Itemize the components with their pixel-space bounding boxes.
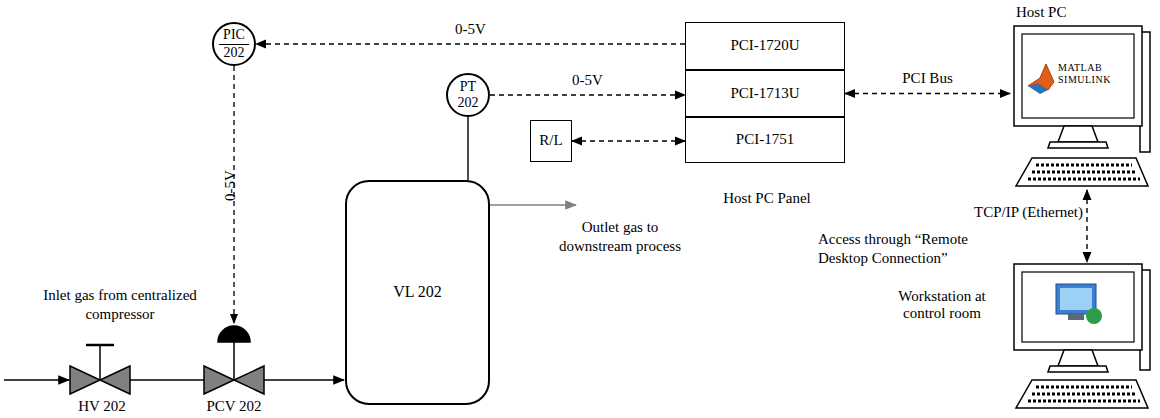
io-card-box: PCI-1751: [685, 117, 845, 163]
relay-box: R/L: [530, 120, 572, 162]
annotation-label: Inlet gas from centralized compressor: [30, 286, 210, 324]
hand-valve-symbol: [70, 345, 130, 394]
io-card-box: PCI-1713U: [685, 70, 845, 117]
pipe: [130, 379, 204, 381]
outlet-pipe: [490, 204, 576, 206]
pipe: [4, 379, 69, 381]
annotation-label: Host PC Panel: [712, 190, 822, 207]
controller-bubble: PIC202: [212, 22, 256, 66]
annotation-label: PCV 202: [202, 398, 266, 415]
annotation-label: Outlet gas to downstream process: [545, 218, 695, 256]
annotation-label: Access through “Remote Desktop Connectio…: [818, 230, 1018, 268]
host-pc: Host PCMATLAB SIMULINK: [1010, 24, 1152, 190]
annotation-label: TCP/IP (Ethernet): [935, 204, 1083, 221]
io-card-box: PCI-1720U: [685, 22, 845, 70]
signal-connector: [845, 93, 1010, 94]
tag-text: PT: [460, 79, 476, 95]
box-label: PCI-1713U: [730, 85, 799, 102]
vessel-label: VL 202: [393, 283, 442, 301]
signal-label: 0-5V: [455, 21, 486, 38]
computer-icon: [1010, 262, 1152, 412]
control-valve-symbol: [204, 326, 264, 394]
signal-connector: [256, 43, 685, 44]
annotation-label: 0-5V: [222, 166, 239, 206]
signal-connector: [490, 94, 685, 95]
computer-icon: [1010, 24, 1152, 190]
vessel: VL 202: [345, 180, 490, 405]
signal-connector: [572, 140, 685, 141]
tag-text: PIC: [219, 27, 249, 44]
tag-text: 202: [224, 45, 245, 61]
annotation-label: HV 202: [72, 398, 132, 415]
transmitter-bubble: PT202: [446, 73, 490, 117]
box-label: PCI-1720U: [730, 37, 799, 54]
signal-label: 0-5V: [572, 72, 603, 89]
signal-connector: [1086, 190, 1087, 262]
software-logo-text: MATLAB SIMULINK: [1058, 62, 1130, 86]
computer-name: Workstation at control room: [882, 288, 1002, 323]
box-label: PCI-1751: [736, 131, 794, 148]
box-label: R/L: [539, 132, 562, 149]
tag-text: 202: [458, 95, 479, 111]
pipe: [264, 379, 344, 381]
computer-name: Host PC: [1016, 4, 1066, 21]
workstation: Workstation at control room: [1010, 262, 1152, 412]
process-connector: [467, 117, 468, 180]
signal-label: PCI Bus: [902, 70, 952, 87]
